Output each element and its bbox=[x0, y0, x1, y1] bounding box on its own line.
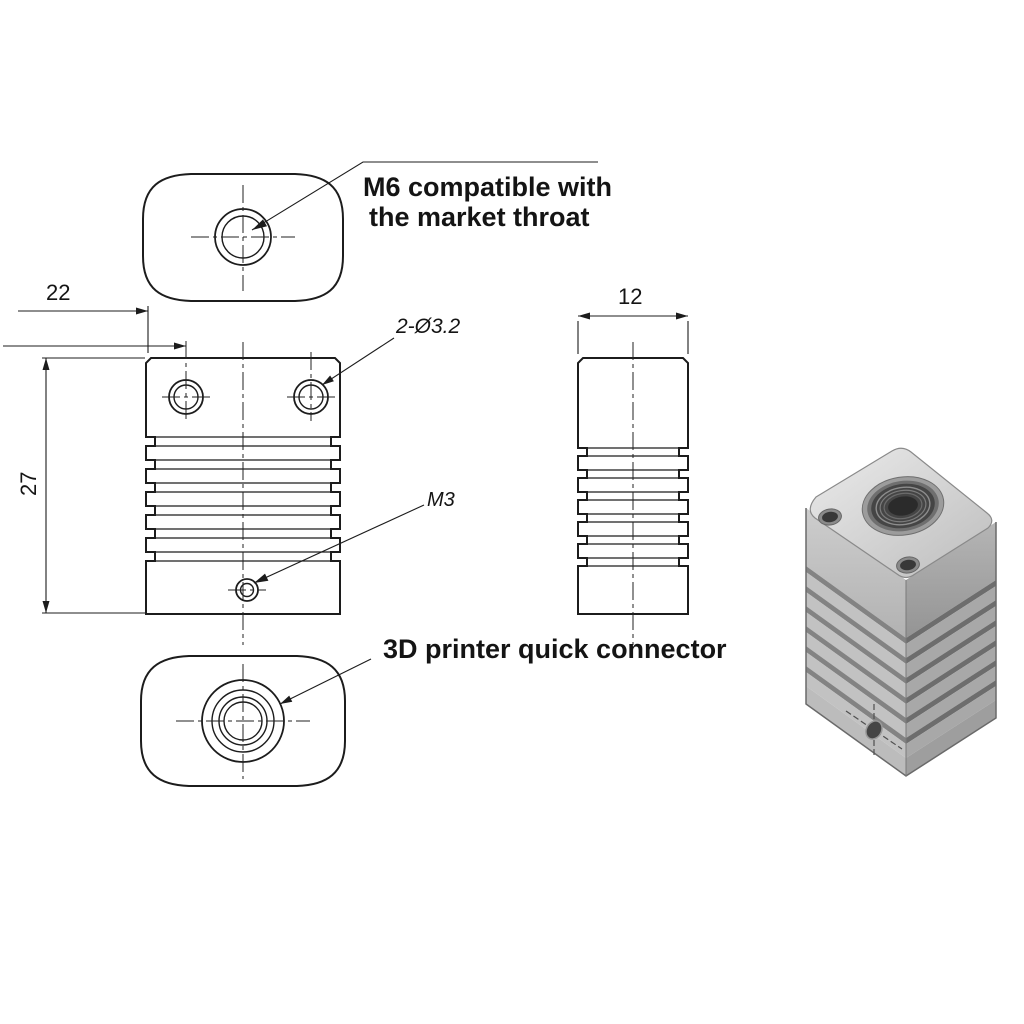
dim-width-arrow-1 bbox=[136, 307, 148, 315]
top-view bbox=[142, 173, 344, 302]
front-view bbox=[145, 341, 341, 645]
hole-spec-callout: 2-Ø3.2 bbox=[321, 315, 461, 386]
render-side-hole bbox=[845, 704, 903, 756]
m6-callout-line2: the market throat bbox=[369, 202, 590, 232]
render-left-top-block bbox=[806, 508, 906, 638]
render-left-bottom-block bbox=[806, 686, 906, 776]
hole-spec-leader-arrow bbox=[322, 375, 334, 385]
quick-connector-callout: 3D printer quick connector bbox=[279, 634, 727, 705]
m6-callout: M6 compatible with the market throat bbox=[251, 161, 612, 232]
iso-render bbox=[805, 447, 997, 777]
dim-height-arrow-top bbox=[42, 358, 50, 370]
side-view bbox=[577, 342, 689, 645]
dim-depth-value: 12 bbox=[618, 284, 642, 309]
render-right-top-block bbox=[906, 522, 996, 638]
m6-leader-line bbox=[251, 161, 598, 231]
hole-spec-leader-line bbox=[321, 337, 395, 386]
dim-depth: 12 bbox=[577, 284, 689, 354]
dim-height: 27 bbox=[16, 357, 145, 614]
m3-text: M3 bbox=[427, 489, 455, 511]
render-m6-threaded-hole bbox=[861, 476, 945, 536]
dim-width: 22 bbox=[3, 280, 186, 353]
quick-connector-leader-arrow bbox=[280, 695, 293, 704]
m6-leader-arrow bbox=[252, 219, 267, 230]
render-left-fins bbox=[806, 566, 906, 758]
dim-height-value: 27 bbox=[16, 472, 41, 496]
render-top-hole-left bbox=[818, 508, 842, 526]
quick-connector-text: 3D printer quick connector bbox=[383, 634, 727, 664]
hole-spec-text: 2-Ø3.2 bbox=[395, 315, 461, 338]
m3-callout: M3 bbox=[253, 489, 455, 584]
top-view-outline bbox=[142, 173, 344, 302]
bottom-view-outline bbox=[140, 655, 346, 787]
m3-leader-line bbox=[253, 504, 425, 584]
quick-connector-leader-line bbox=[279, 658, 372, 705]
bottom-view bbox=[140, 655, 346, 787]
dim-depth-arrow-right bbox=[676, 312, 688, 320]
dim-height-arrow-bottom bbox=[42, 601, 50, 613]
dim-depth-arrow-left bbox=[578, 312, 590, 320]
dim-width-value: 22 bbox=[46, 280, 70, 305]
render-right-fins bbox=[906, 580, 996, 758]
m6-callout-line1: M6 compatible with bbox=[363, 172, 612, 202]
m3-leader-arrow bbox=[254, 573, 269, 583]
render-right-bottom-block bbox=[906, 700, 996, 776]
dim-width-arrow-2 bbox=[174, 342, 186, 350]
render-top-hole-right bbox=[896, 556, 920, 574]
